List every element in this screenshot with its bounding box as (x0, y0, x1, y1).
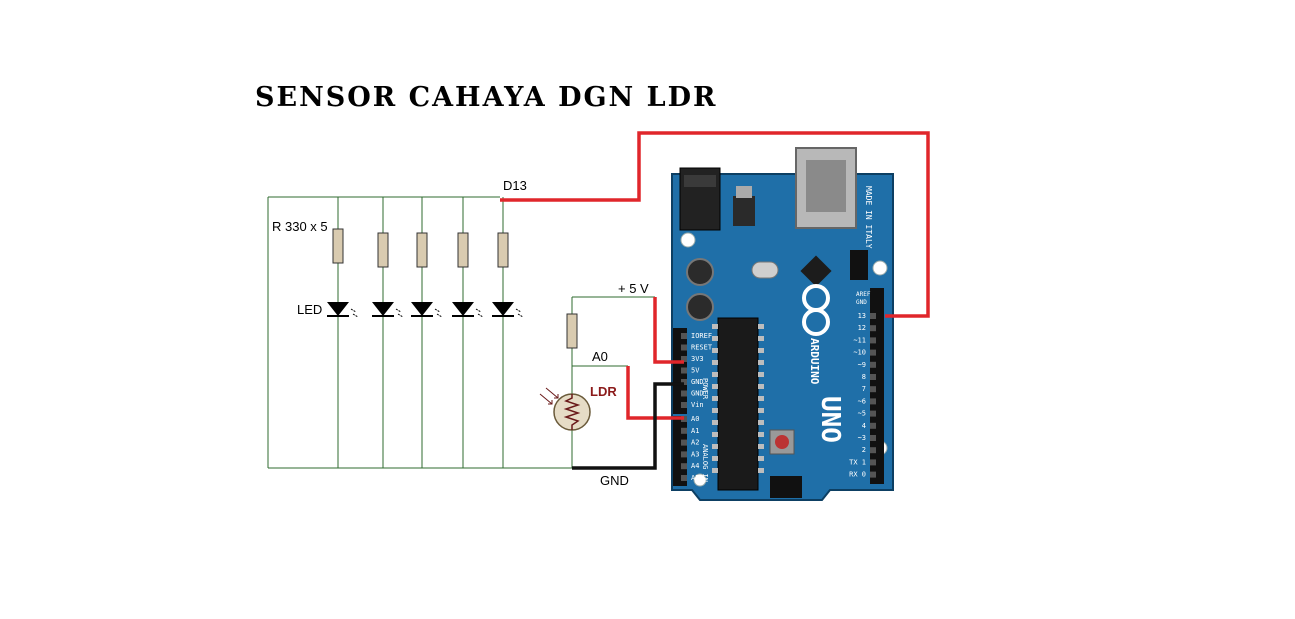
analog-pin-3 (681, 451, 687, 458)
digital-pin-11 (870, 447, 876, 454)
digital-pin-label: ~3 (858, 434, 866, 442)
analog-pin-2 (681, 439, 687, 446)
label-5v: + 5 V (618, 281, 649, 296)
board-model: UNO (815, 396, 845, 443)
power-pin-4 (681, 379, 687, 385)
power-pin-labels: IOREF RESET 3V3 5V GND GND Vin (681, 332, 713, 409)
digital-pin-label: 12 (858, 324, 866, 332)
led-4 (452, 302, 484, 318)
power-pin-label: GND (691, 390, 704, 398)
analog-pin-label: A1 (691, 427, 699, 435)
light-arrow-icon (539, 387, 559, 405)
digital-pin-label: 7 (862, 385, 866, 393)
digital-pin-label: 2 (862, 446, 866, 454)
digital-pin-7 (870, 398, 876, 405)
power-pin-5 (681, 390, 687, 397)
label-d13: D13 (503, 178, 527, 193)
board-made-in: MADE IN ITALY (864, 186, 873, 249)
digital-pin-label: 13 (858, 312, 866, 320)
digital-pin-label: 8 (862, 373, 866, 381)
wire-gnd (572, 382, 684, 470)
digital-pin-9 (870, 422, 876, 429)
digital-pin-4 (870, 361, 876, 368)
digital-pin-3 (870, 349, 876, 356)
board-analog-in-label: ANALOG IN (701, 444, 709, 482)
led-array (327, 302, 524, 318)
label-gnd: GND (600, 473, 629, 488)
digital-pin-label: ~10 (853, 349, 866, 357)
digital-pin-label: TX 1 (849, 458, 866, 466)
wire-a0 (626, 366, 684, 420)
analog-pin-label: A0 (691, 415, 699, 423)
analog-pin-4 (681, 463, 687, 470)
power-pin-6 (681, 402, 687, 408)
resistor-array (332, 228, 509, 268)
digital-pin-label: ~5 (858, 410, 866, 418)
power-pin-0 (681, 333, 687, 339)
analog-pin-label: A4 (691, 462, 699, 470)
power-pin-label: IOREF (691, 332, 712, 340)
analog-pin-5 (681, 475, 687, 481)
power-pin-2 (681, 356, 687, 362)
resistor-5 (497, 232, 509, 268)
digital-pin-label: ~11 (853, 336, 866, 344)
wire-5v (653, 297, 684, 364)
ldr-sensor (539, 387, 591, 431)
wire-d13 (500, 131, 930, 318)
digital-pin-8 (870, 410, 876, 417)
led-3 (411, 302, 443, 318)
analog-pin-label: A2 (691, 439, 699, 447)
digital-pin-1 (870, 325, 876, 332)
digital-pin-10 (870, 435, 876, 441)
arduino-logo (802, 284, 830, 336)
analog-pin-label: A5 (691, 474, 699, 482)
resistor-2 (377, 232, 389, 268)
resistor-4 (457, 232, 469, 268)
power-pin-label: RESET (691, 344, 713, 352)
power-pin-3 (681, 367, 687, 374)
digital-pin-2 (870, 337, 876, 344)
resistor-3 (416, 232, 428, 268)
red-wires (500, 131, 930, 420)
digital-pin-5 (870, 374, 876, 380)
digital-pin-0 (870, 313, 876, 319)
board-power-label: POWER (701, 378, 709, 400)
board-brand: ARDUINO (808, 338, 821, 385)
digital-pin-label: RX 0 (849, 471, 866, 479)
board-gnd-pin-label: GND (856, 299, 867, 306)
label-led: LED (297, 302, 322, 317)
diagram-title: SENSOR CAHAYA DGN LDR (255, 82, 717, 113)
digital-pin-label: ~9 (858, 361, 866, 369)
arduino-uno-board: ARDUINO UNO MADE IN ITALY POWER ANALOG I… (671, 147, 894, 501)
board-aref-label: AREF (856, 291, 871, 298)
label-ldr: LDR (590, 384, 617, 399)
power-pin-label: 5V (691, 367, 700, 375)
resistor-1 (332, 228, 344, 264)
power-pin-label: Vin (691, 401, 704, 409)
led-2 (372, 302, 404, 318)
divider-resistor (566, 313, 578, 349)
analog-pin-label: A3 (691, 450, 699, 458)
digital-pin-label: 4 (862, 422, 866, 430)
atmega-chip (717, 317, 759, 491)
power-pin-label: 3V3 (691, 355, 704, 363)
digital-pin-12 (870, 459, 876, 466)
label-a0: A0 (592, 349, 608, 364)
led-5 (492, 302, 524, 318)
power-pin-1 (681, 344, 687, 351)
led-1 (327, 302, 359, 318)
analog-pin-1 (681, 427, 687, 434)
label-resistors: R 330 x 5 (272, 219, 328, 234)
power-pin-label: GND (691, 378, 704, 386)
digital-pin-labels: 13 12 ~11 ~10 ~9 8 7 ~6 ~5 4 ~3 2 TX 1 RX 0 (849, 312, 876, 479)
digital-pin-13 (870, 471, 876, 478)
digital-pin-label: ~6 (858, 397, 866, 405)
digital-pin-6 (870, 386, 876, 393)
